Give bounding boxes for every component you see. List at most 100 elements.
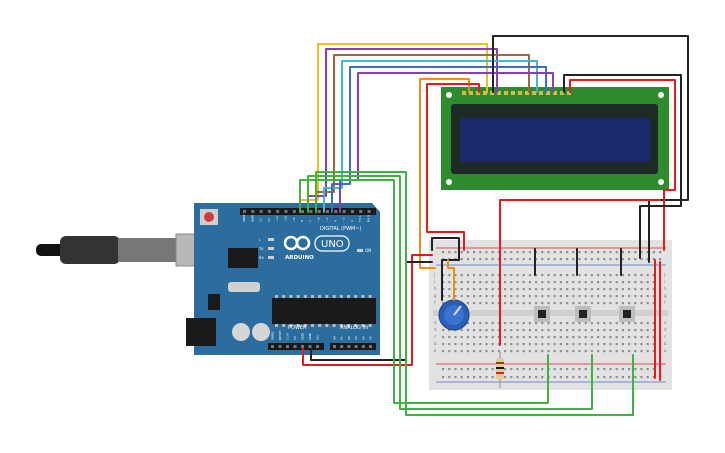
power-pin-label: 5V [293, 335, 297, 340]
status-led [268, 256, 274, 259]
breadboard-hole [621, 281, 624, 284]
breadboard-hole [541, 322, 544, 325]
row-letter: e [664, 320, 667, 325]
breadboard-hole [646, 336, 649, 339]
breadboard-hole [590, 329, 593, 332]
breadboard-hole [646, 274, 649, 277]
breadboard-hole [479, 258, 482, 261]
breadboard-hole [597, 336, 600, 339]
pushbutton-2[interactable] [575, 306, 591, 322]
breadboard-hole [466, 274, 469, 277]
digital-pin-label: AREF [242, 214, 246, 222]
breadboard-hole [504, 322, 507, 325]
breadboard-hole [541, 274, 544, 277]
breadboard-hole [535, 251, 538, 254]
breadboard-hole [442, 368, 445, 371]
breadboard-hole [547, 302, 550, 305]
wire-red-7 [426, 83, 480, 251]
breadboard-hole [578, 295, 581, 298]
atmega-chip [272, 298, 376, 324]
breadboard-hole [522, 295, 525, 298]
breadboard-hole [504, 295, 507, 298]
pushbutton-3[interactable] [619, 306, 635, 322]
breadboard-hole [659, 258, 662, 261]
breadboard-hole [473, 281, 476, 284]
digital-pin-label: 2 [350, 220, 354, 222]
breadboard-hole [466, 288, 469, 291]
chip-pin [368, 324, 372, 327]
breadboard-hole [634, 281, 637, 284]
breadboard-hole [628, 258, 631, 261]
breadboard-hole [473, 376, 476, 379]
pushbutton-1[interactable] [534, 306, 550, 322]
breadboard-hole [640, 376, 643, 379]
breadboard-hole [634, 274, 637, 277]
digital-pin-hole [267, 210, 271, 213]
breadboard-hole [634, 329, 637, 332]
digital-pin-label: ~5 [325, 217, 329, 222]
breadboard-hole [597, 288, 600, 291]
breadboard-hole [485, 329, 488, 332]
breadboard-hole [504, 368, 507, 371]
breadboard-hole [578, 322, 581, 325]
breadboard-hole [460, 281, 463, 284]
usb-plug-body [118, 238, 176, 262]
breadboard-hole [572, 368, 575, 371]
breadboard-hole [473, 350, 476, 353]
breadboard-hole [522, 258, 525, 261]
breadboard-hole [559, 288, 562, 291]
breadboard-hole [572, 274, 575, 277]
breadboard-hole [516, 251, 519, 254]
breadboard-hole [584, 258, 587, 261]
breadboard-hole [609, 350, 612, 353]
breadboard-hole [535, 376, 538, 379]
breadboard-hole [553, 251, 556, 254]
wire-black-8 [492, 35, 689, 263]
breadboard-hole [584, 288, 587, 291]
breadboard-hole [566, 274, 569, 277]
breadboard-hole [640, 288, 643, 291]
lcd-pin [560, 91, 564, 95]
potentiometer-icon[interactable] [438, 299, 470, 331]
breadboard-hole [603, 274, 606, 277]
breadboard-hole [522, 281, 525, 284]
chip-pin [354, 295, 358, 298]
lcd-screen [460, 118, 650, 162]
breadboard-hole [535, 368, 538, 371]
digital-pin-label: ~11 [275, 216, 279, 222]
breadboard-hole [491, 322, 494, 325]
breadboard-hole [584, 295, 587, 298]
breadboard-hole [597, 302, 600, 305]
breadboard-hole [510, 376, 513, 379]
power-pin-hole [293, 345, 297, 348]
reset-button[interactable] [204, 212, 214, 222]
breadboard-hole [454, 251, 457, 254]
digital-pin-label: 4 [333, 220, 337, 222]
breadboard-hole [522, 376, 525, 379]
breadboard-hole [553, 288, 556, 291]
breadboard-hole [628, 251, 631, 254]
breadboard-hole [597, 258, 600, 261]
breadboard-hole [473, 322, 476, 325]
breadboard-hole [584, 368, 587, 371]
lcd-pin [511, 91, 515, 95]
breadboard-hole [590, 288, 593, 291]
lcd-mount-hole-bl [446, 179, 452, 185]
breadboard-hole [615, 376, 618, 379]
breadboard-hole [522, 302, 525, 305]
row-letter: f [664, 300, 666, 305]
breadboard-hole [528, 258, 531, 261]
breadboard-hole [491, 329, 494, 332]
breadboard-hole [597, 295, 600, 298]
breadboard-hole [621, 343, 624, 346]
breadboard-hole [609, 322, 612, 325]
lcd-pin [504, 91, 508, 95]
analog-pin-hole [333, 345, 336, 348]
breadboard-hole [442, 288, 445, 291]
breadboard-hole [535, 350, 538, 353]
breadboard-hole [535, 336, 538, 339]
lcd-pin [532, 91, 536, 95]
digital-pin-hole [259, 210, 263, 213]
breadboard-hole [646, 350, 649, 353]
breadboard-hole [603, 302, 606, 305]
